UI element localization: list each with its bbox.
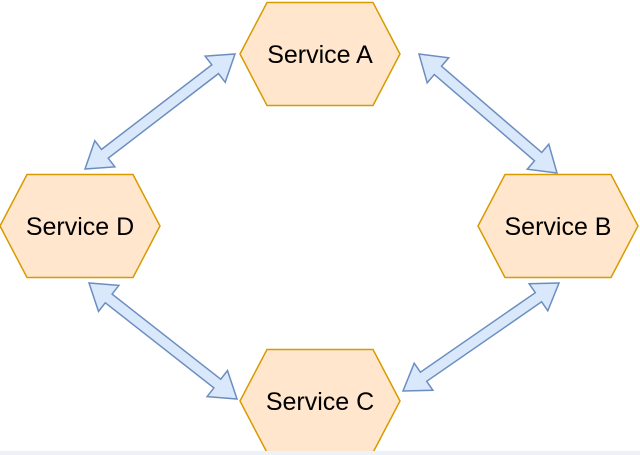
node-service-c: Service C <box>239 348 401 454</box>
double-arrow-service-b-service-c <box>401 282 561 392</box>
node-service-a: Service A <box>239 1 401 107</box>
node-label: Service C <box>266 388 374 416</box>
node-label: Service B <box>505 213 612 241</box>
node-service-b: Service B <box>477 173 639 279</box>
double-arrow-service-d-service-a <box>83 53 237 170</box>
hexagon-shape <box>0 173 161 279</box>
double-arrow-service-a-service-b <box>417 53 559 174</box>
double-arrow-service-c-service-d <box>87 282 239 400</box>
hexagon-shape <box>477 173 639 279</box>
hexagon-shape <box>239 1 401 107</box>
node-label: Service A <box>267 41 373 69</box>
node-label: Service D <box>26 213 134 241</box>
bottom-edge-strip <box>0 451 640 455</box>
node-service-d: Service D <box>0 173 161 279</box>
